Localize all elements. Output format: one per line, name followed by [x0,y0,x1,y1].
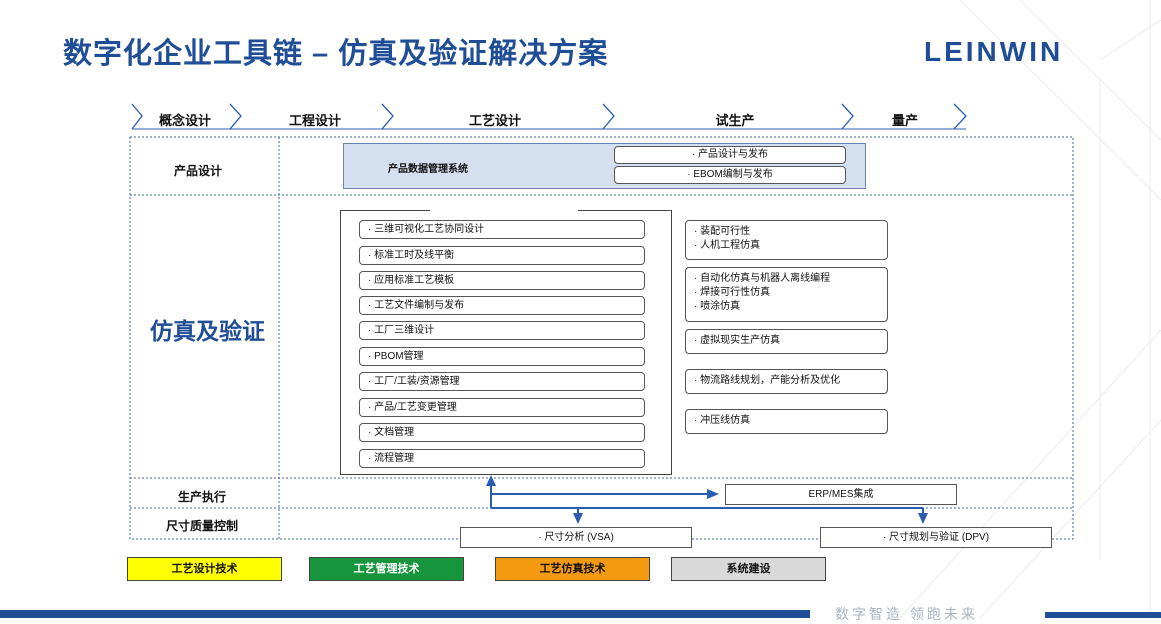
legend-process-simulation-tech: 工艺仿真技术 [495,557,650,581]
sim-item: · 喷涂仿真 [694,301,741,312]
company-logo: LEINWIN [924,36,1064,67]
list-item: · 工厂/工装/资源管理 [359,372,645,391]
arrow-down-icon [573,513,583,524]
footer-bar [0,610,810,618]
sim-item: · 焊接可行性仿真 [694,287,771,298]
chevron-icon [131,103,143,130]
panel-gap [430,208,578,212]
arrow-right-icon [707,489,719,499]
row-label-product-design: 产品设计 [174,164,223,178]
stage-trial-production: 试生产 [715,113,755,128]
footer-bar-right [1045,612,1161,618]
sim-item: · 物流路线规划，产能分析及优化 [694,375,841,386]
legend-system-build: 系统建设 [671,557,826,581]
sim-box-assembly: · 装配可行性 · 人机工程仿真 [685,220,888,260]
arrow-down-icon [918,513,928,524]
row-label-quality: 尺寸质量控制 [166,519,239,533]
pdm-title: 产品数据管理系统 [388,164,468,175]
legend-process-design-tech: 工艺设计技术 [127,557,282,581]
pdm-item: · 产品设计与发布 [614,146,846,164]
sim-item: · 虚拟现实生产仿真 [694,335,781,346]
row-label-production: 生产执行 [178,490,227,504]
list-item: · 应用标准工艺模板 [359,271,645,290]
sim-box-stamping: · 冲压线仿真 [685,409,888,434]
chevron-icon [381,103,394,130]
sim-item: · 冲压线仿真 [694,415,751,426]
list-item: · PBOM管理 [359,347,645,366]
stage-process-design: 工艺设计 [468,113,521,128]
sim-box-logistics: · 物流路线规划，产能分析及优化 [685,369,888,394]
sim-item: · 装配可行性 [694,226,751,237]
stage-mass-production: 量产 [891,113,918,128]
stage-chevrons [131,103,967,130]
footer-slogan: 数字智造 领跑未来 [835,606,978,622]
list-item: · 标准工时及线平衡 [359,246,645,265]
sim-box-automation: · 自动化仿真与机器人离线编程 · 焊接可行性仿真 · 喷涂仿真 [685,267,888,322]
connector-arrows [486,475,928,524]
stage-engineering-design: 工程设计 [288,113,341,128]
legend-process-management-tech: 工艺管理技术 [309,557,464,581]
page-title: 数字化企业工具链 – 仿真及验证解决方案 [63,38,609,70]
sim-item: · 自动化仿真与机器人离线编程 [694,273,831,284]
chevron-icon [841,103,854,130]
erp-mes-box: ERP/MES集成 [725,484,957,505]
vsa-box: · 尺寸分析 (VSA) [460,527,692,548]
list-item: · 工厂三维设计 [359,321,645,340]
sim-box-vr: · 虚拟现实生产仿真 [685,329,888,354]
list-item: · 产品/工艺变更管理 [359,398,645,417]
list-item: · 三维可视化工艺协同设计 [359,220,645,239]
row-label-simulation: 仿真及验证 [150,318,265,344]
dpv-box: · 尺寸规划与验证 (DPV) [820,527,1052,548]
pdm-item: · EBOM编制与发布 [614,166,846,184]
arrow-up-icon [486,475,496,486]
chevron-icon [229,103,242,130]
list-item: · 工艺文件编制与发布 [359,296,645,315]
chevron-icon [602,103,615,130]
list-item: · 流程管理 [359,449,645,468]
sim-item: · 人机工程仿真 [694,240,761,251]
stage-concept-design: 概念设计 [158,113,211,128]
list-item: · 文档管理 [359,423,645,442]
chevron-icon [953,103,967,130]
